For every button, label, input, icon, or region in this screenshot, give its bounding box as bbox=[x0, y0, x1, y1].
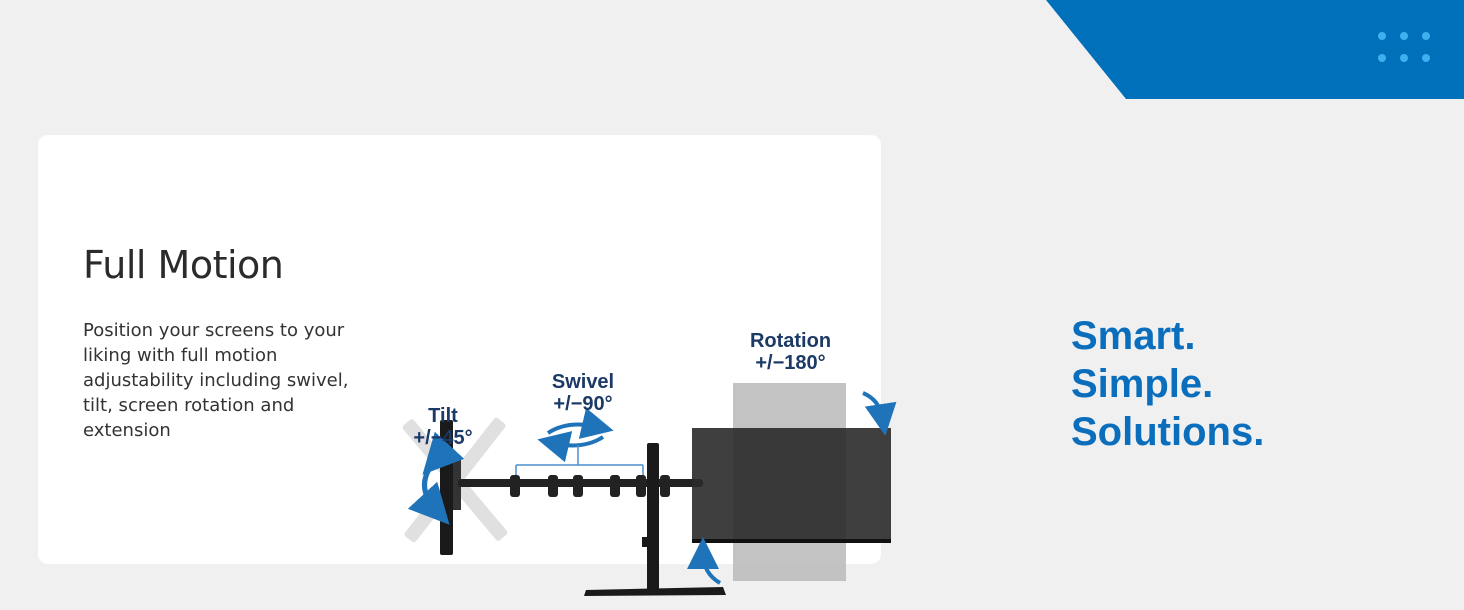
mount-base bbox=[584, 587, 726, 596]
mount-arm bbox=[458, 475, 703, 497]
swivel-arrow-icon bbox=[537, 407, 614, 463]
tagline-line-2: Simple. bbox=[1071, 362, 1214, 406]
rotation-label-name: Rotation bbox=[749, 330, 832, 352]
grid-dots-icon bbox=[1378, 32, 1434, 68]
swivel-guides bbox=[515, 445, 644, 480]
feature-card: Full Motion Position your screens to you… bbox=[38, 135, 897, 596]
rotation-monitor bbox=[692, 428, 891, 543]
monitor-mount-diagram: Tilt +/−45° Swivel +/−90° Rotation +/−18… bbox=[398, 325, 898, 605]
rotation-label: Rotation +/−180° bbox=[733, 330, 848, 374]
tilt-arrow-icon bbox=[407, 431, 465, 525]
mount-pole bbox=[647, 443, 659, 593]
swivel-label: Swivel +/−90° bbox=[533, 371, 633, 415]
tagline-line-3: Solutions. bbox=[1071, 410, 1265, 454]
card-description: Position your screens to your liking wit… bbox=[83, 320, 349, 441]
rotation-arrow-top-icon bbox=[862, 391, 897, 436]
rotation-label-value: +/−180° bbox=[755, 352, 826, 374]
rotation-arrow-bottom-icon bbox=[687, 537, 722, 585]
card-title: Full Motion bbox=[83, 243, 284, 287]
tilt-label-name: Tilt bbox=[428, 405, 458, 427]
corner-banner bbox=[1046, 0, 1464, 99]
tilt-label-value: +/−45° bbox=[413, 427, 473, 449]
monitor-mount-illustration bbox=[402, 383, 897, 596]
tagline: Smart. Simple. Solutions. bbox=[1071, 312, 1264, 456]
tilt-label: Tilt +/−45° bbox=[408, 405, 478, 449]
swivel-label-value: +/−90° bbox=[553, 393, 613, 415]
tagline-line-1: Smart. bbox=[1071, 314, 1196, 358]
swivel-label-name: Swivel bbox=[551, 371, 615, 393]
